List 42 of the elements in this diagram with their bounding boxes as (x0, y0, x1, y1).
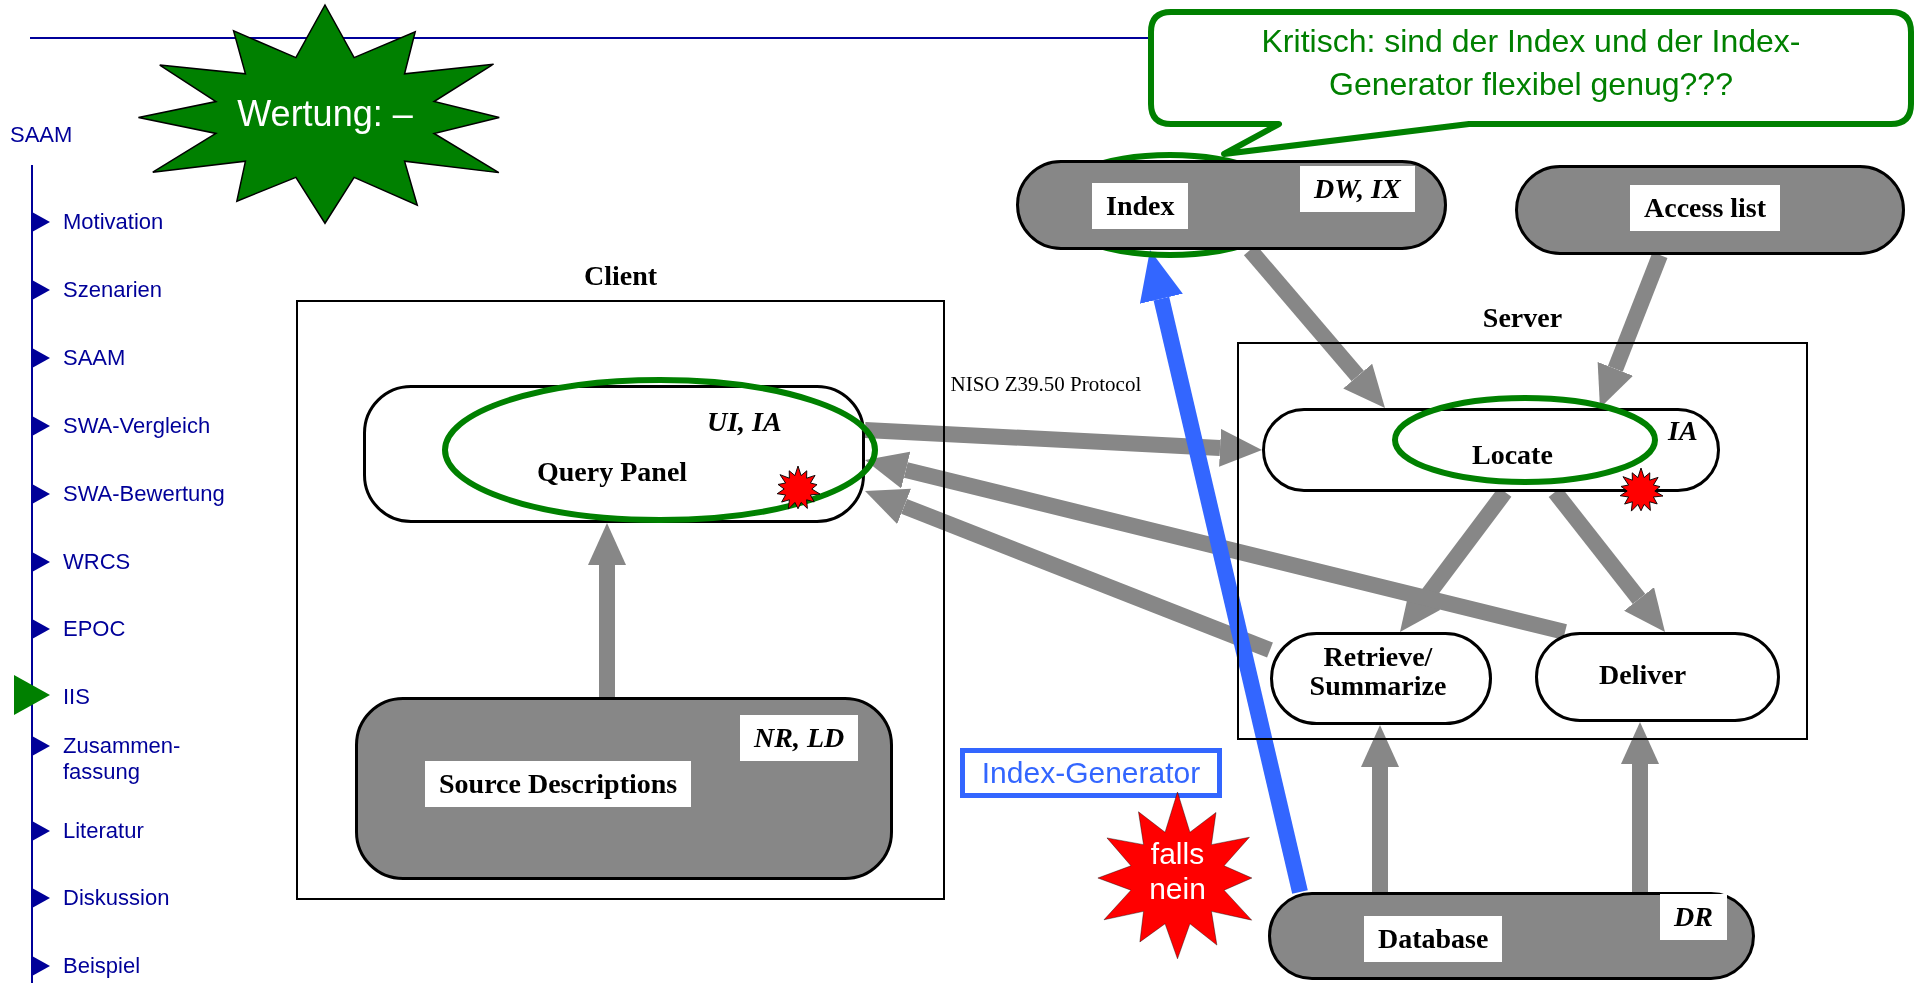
nav-link: EPOC (63, 616, 127, 642)
nav-heading: SAAM (10, 122, 73, 148)
nav-link: IIS (63, 684, 91, 710)
component-code: UI, IA (706, 405, 783, 439)
nav-link: SWA-Bewertung (63, 481, 226, 507)
note-box: Index-Generator (960, 748, 1222, 798)
component-code: IA (1666, 414, 1699, 448)
component-pill (355, 697, 893, 880)
nav-link: Diskussion (63, 885, 171, 911)
arrow (865, 488, 1273, 658)
starburst-text: falls nein (1148, 837, 1207, 906)
arrow (865, 451, 1567, 640)
arrow (1361, 725, 1399, 892)
component-label: Database (1364, 916, 1503, 962)
component-label: Query Panel (536, 455, 689, 489)
component-label: Access list (1630, 185, 1781, 231)
nav-link: Motivation (63, 209, 165, 235)
component-code: DR (1660, 894, 1727, 940)
starburst-text: Wertung: – (236, 93, 414, 135)
component-code: DW, IX (1300, 166, 1415, 212)
component-label: Source Descriptions (425, 761, 692, 807)
component-label: Index (1092, 183, 1189, 229)
frame-heading: Server (1481, 302, 1564, 334)
component-label: Deliver (1598, 658, 1688, 692)
nav-link: Zusammen-fassung (63, 733, 182, 785)
nav-link: SWA-Vergleich (63, 413, 212, 439)
nav-link: Literatur (63, 818, 145, 844)
component-pill (363, 385, 865, 523)
arrow (1621, 722, 1659, 892)
callout-text: Kritisch: sind der Index und der Index-Generator flexibel genug??? (1260, 22, 1802, 105)
component-label: Retrieve/ Summarize (1308, 642, 1448, 701)
speech-bubble (1147, 8, 1915, 158)
arrow (864, 422, 1262, 467)
nav-link: SAAM (63, 345, 127, 371)
component-pill (1270, 632, 1492, 725)
arrow (588, 523, 626, 697)
nav-link: Szenarien (63, 277, 164, 303)
nav-link: WRCS (63, 549, 132, 575)
component-code: NR, LD (740, 715, 859, 761)
component-label: Locate (1471, 438, 1554, 472)
frame-heading: Client (582, 260, 659, 292)
nav-link: Beispiel (63, 953, 142, 979)
